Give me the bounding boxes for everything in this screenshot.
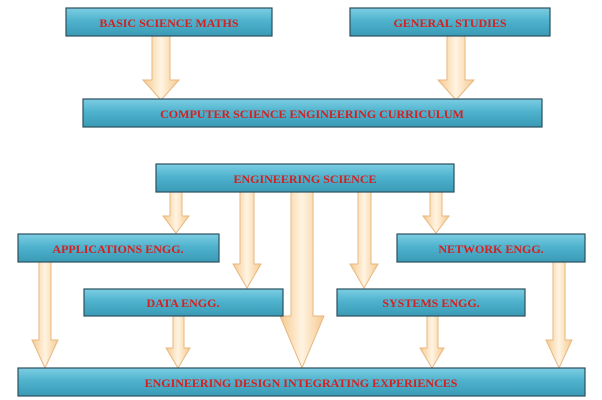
box-design-integrating xyxy=(17,367,586,397)
arrow-studies-to-curriculum xyxy=(436,33,476,101)
label-engineering-science: ENGINEERING SCIENCE xyxy=(233,172,376,186)
box-basic-science-maths xyxy=(65,7,273,37)
label-network-engg: NETWORK ENGG. xyxy=(438,242,543,256)
labels: BASIC SCIENCE MATHS GENERAL STUDIES COMP… xyxy=(52,16,543,390)
arrow-science-to-data xyxy=(232,191,262,289)
label-cse-curriculum: COMPUTER SCIENCE ENGINEERING CURRICULUM xyxy=(160,107,464,121)
boxes xyxy=(17,7,586,397)
arrow-network-to-design xyxy=(545,261,573,370)
arrow-data-to-design xyxy=(165,315,191,369)
arrow-science-to-design xyxy=(279,191,325,370)
box-systems-engg xyxy=(336,288,526,317)
arrow-applications-to-design xyxy=(31,261,59,370)
box-cse-curriculum xyxy=(82,98,543,128)
label-design-integrating: ENGINEERING DESIGN INTEGRATING EXPERIENC… xyxy=(145,376,458,390)
label-basic-science-maths: BASIC SCIENCE MATHS xyxy=(99,16,238,30)
box-data-engg xyxy=(83,288,284,317)
label-data-engg: DATA ENGG. xyxy=(147,296,220,310)
box-applications-engg xyxy=(17,233,220,263)
arrows xyxy=(31,33,573,370)
label-general-studies: GENERAL STUDIES xyxy=(393,16,506,30)
arrow-systems-to-design xyxy=(419,315,445,369)
box-network-engg xyxy=(396,233,586,263)
box-general-studies xyxy=(349,7,551,37)
arrow-maths-to-curriculum xyxy=(141,35,181,101)
box-engineering-science xyxy=(155,163,455,193)
arrow-science-to-applications xyxy=(161,191,191,234)
arrow-science-to-systems xyxy=(349,191,379,289)
arrow-science-to-network xyxy=(421,191,451,234)
label-applications-engg: APPLICATIONS ENGG. xyxy=(52,242,183,256)
label-systems-engg: SYSTEMS ENGG. xyxy=(382,296,479,310)
